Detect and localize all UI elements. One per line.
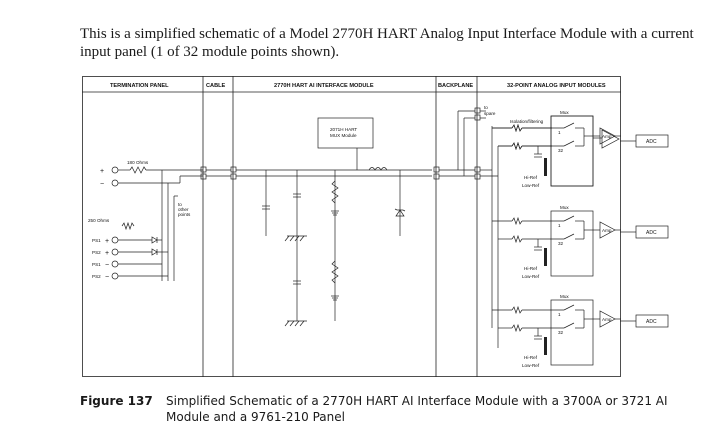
ps2-minus-sign: − (105, 274, 109, 281)
label-hi-ref-1: Hi-Ref (524, 175, 538, 180)
label-other-points-1: to (178, 202, 182, 207)
label-other-points-3: points (178, 212, 191, 217)
label-point-1-b: 1 (558, 223, 561, 228)
header-backplane: BACKPLANE (438, 83, 473, 89)
label-isolation: Isolation/filtering (510, 119, 544, 124)
label-mux-2: Mux (560, 205, 569, 210)
label-point-1-c: 1 (558, 312, 561, 317)
label-point-32-c: 32 (558, 330, 564, 335)
label-low-ref-2: Low-Ref (522, 274, 540, 279)
label-180-ohms: 180 Ohms (127, 160, 149, 165)
label-adc-2: ADC (646, 230, 657, 236)
input-minus-sign: − (100, 181, 104, 188)
label-amp-1: Amp (602, 134, 612, 139)
ps2-plus-sign: + (105, 250, 109, 257)
mux-module-label-1: 2071H HART (330, 127, 357, 132)
input-plus-sign: + (100, 168, 104, 175)
label-250-ohms: 250 Ohms (88, 218, 110, 223)
label-low-ref-1: Low-Ref (522, 183, 540, 188)
figure-number: Figure 137 (80, 394, 153, 408)
label-adc-1: ADC (646, 139, 657, 145)
header-cable: CABLE (206, 83, 226, 89)
header-interface-module: 2770H HART AI INTERFACE MODULE (274, 83, 374, 89)
intro-text: This is a simplified schematic of a Mode… (80, 26, 694, 60)
label-point-32-a: 32 (558, 148, 564, 153)
ps1-plus-sign: + (105, 238, 109, 245)
label-point-1-a: 1 (558, 130, 561, 135)
label-amp-2: Amp (602, 228, 612, 233)
adc-column: ADC ADC ADC (620, 134, 669, 328)
mux-module-label-2: MUX Module (330, 133, 357, 138)
schematic-diagram: TERMINATION PANEL CABLE 2770H HART AI IN… (82, 76, 621, 377)
ps1-minus-sign: − (105, 262, 109, 269)
label-spare-2: spare (484, 111, 496, 116)
label-hi-ref-2: Hi-Ref (524, 266, 538, 271)
ps2-plus-label: PS2 (92, 250, 101, 255)
label-amp-3: Amp (602, 317, 612, 322)
header-input-modules: 32-POINT ANALOG INPUT MODULES (507, 83, 606, 89)
label-mux-1: Mux (560, 110, 569, 115)
label-low-ref-3: Low-Ref (522, 363, 540, 368)
ps2-minus-label: PS2 (92, 274, 101, 279)
label-point-32-b: 32 (558, 241, 564, 246)
label-mux-3: Mux (560, 294, 569, 299)
figure-caption-text: Simplified Schematic of a 2770H HART AI … (166, 394, 668, 424)
ps1-minus-label: PS1 (92, 262, 101, 267)
header-termination-panel: TERMINATION PANEL (110, 83, 169, 89)
label-adc-3: ADC (646, 319, 657, 325)
label-other-points-2: other (178, 207, 189, 212)
label-spare-1: to (484, 105, 488, 110)
label-hi-ref-3: Hi-Ref (524, 355, 538, 360)
ps1-plus-label: PS1 (92, 238, 101, 243)
